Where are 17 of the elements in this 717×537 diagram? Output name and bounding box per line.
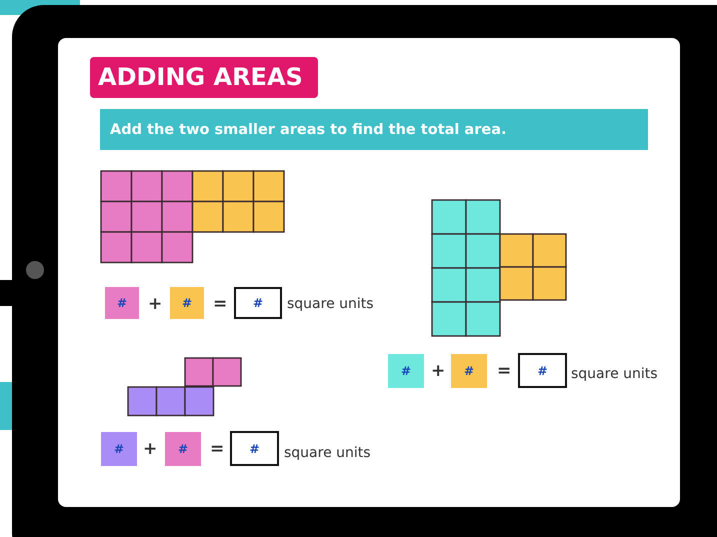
- answer-box: #: [518, 353, 567, 388]
- number-card: #: [165, 432, 201, 466]
- number-card: #: [105, 287, 139, 319]
- operator-sign: =: [210, 439, 224, 459]
- instruction-banner: Add the two smaller areas to find the total area.: [100, 109, 648, 150]
- operator-sign: =: [497, 361, 512, 381]
- operator-sign: =: [213, 294, 228, 314]
- title-banner: ADDING AREAS: [90, 57, 318, 98]
- answer-box: #: [234, 287, 282, 319]
- number-card: #: [101, 432, 137, 466]
- operator-sign: +: [143, 439, 158, 459]
- number-card: #: [388, 354, 424, 388]
- number-card: #: [170, 287, 204, 319]
- operator-sign: +: [148, 294, 162, 314]
- answer-box: #: [230, 431, 279, 466]
- number-card: #: [451, 354, 487, 388]
- operator-sign: +: [431, 361, 446, 381]
